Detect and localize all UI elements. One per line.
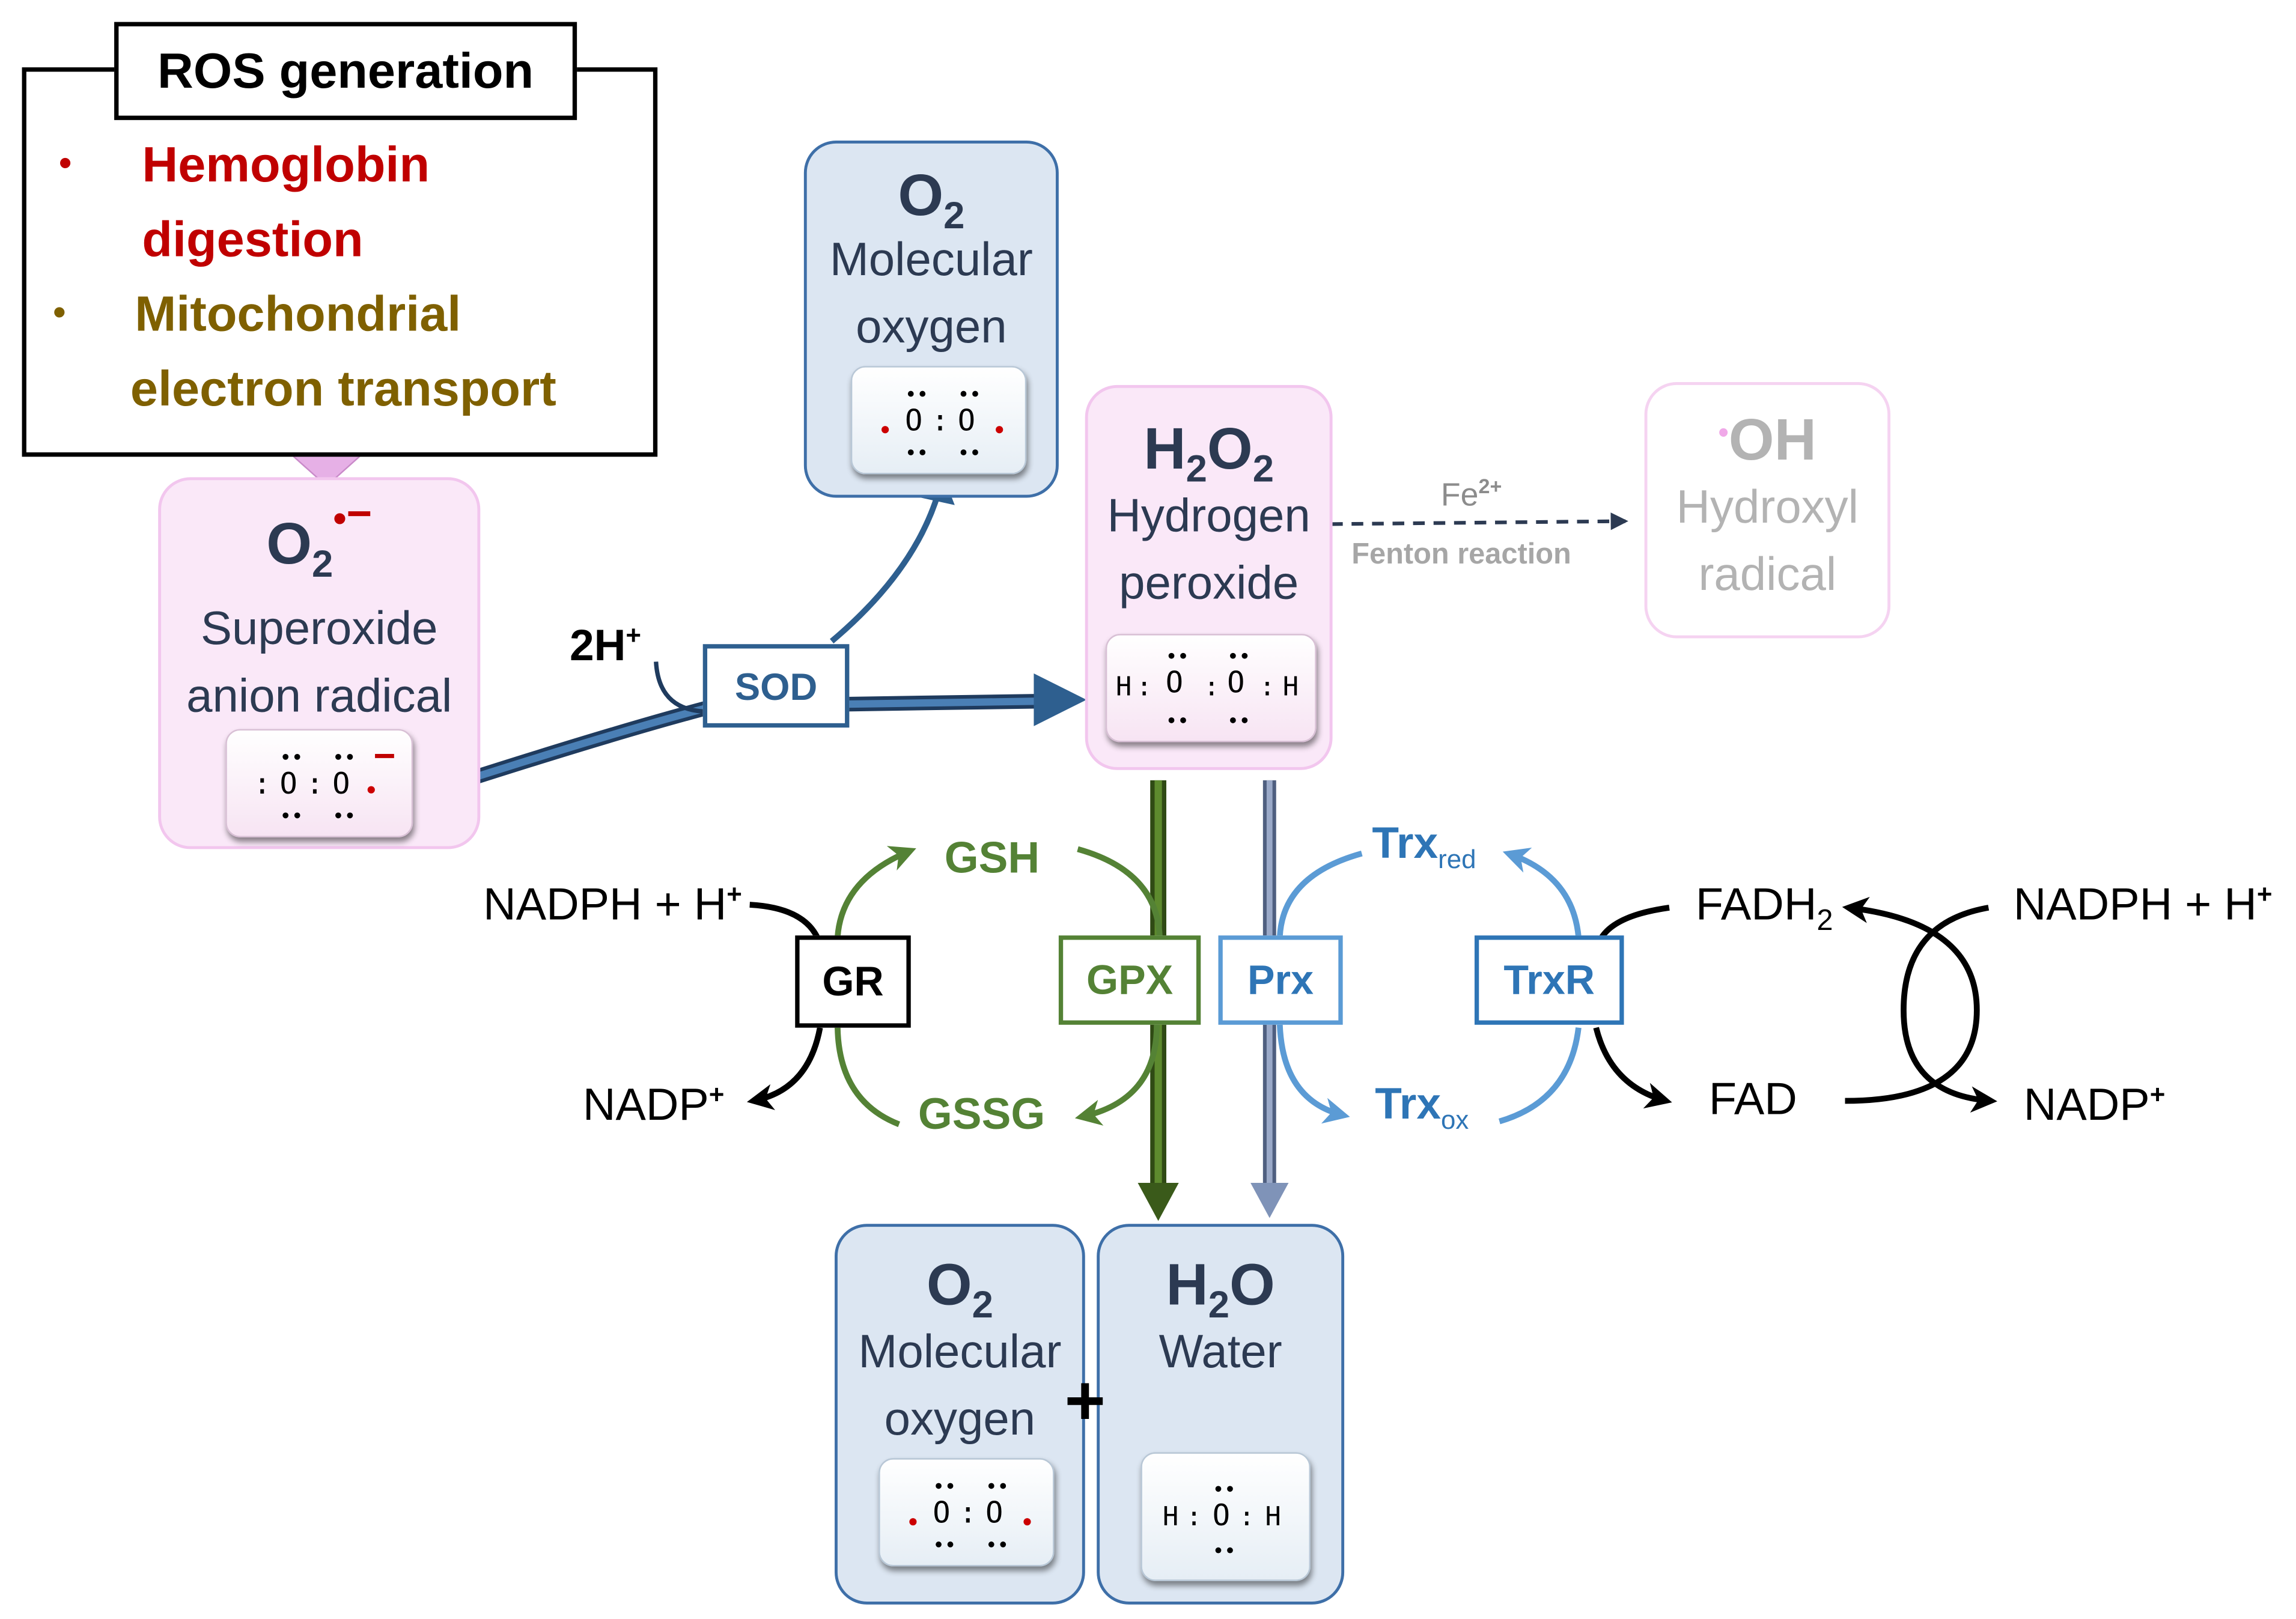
superoxide-name-line2: anion radical [186,669,452,722]
superoxide-formula: O2•− [266,490,373,586]
fadh2-label: FADH2 [1695,878,1833,938]
o2-bottom-formula: O2 [926,1253,993,1326]
superoxide-card: O2•− Superoxide anion radical : O : O − [158,477,481,849]
h2o-card: H2O Water H : O : H [1097,1224,1345,1605]
prx-to-trxox-curve [1276,1024,1350,1124]
h2o-name-line1: Water [1159,1325,1282,1378]
prx-enzyme-box: Prx [1218,935,1343,1025]
superoxide-name-line1: Superoxide [200,601,438,655]
trx-red-label: Trxred [1372,819,1476,874]
gr-to-gsh-curve [835,846,916,937]
sod-enzyme-box: SOD [702,644,850,728]
h2o-formula: H2O [1166,1253,1275,1326]
sod-to-o2-arrow [830,491,942,644]
o2-top-card: O2 Molecular oxygen O : O [803,140,1059,498]
h2o2-card: H2O2 Hydrogen peroxide H : O : O : H [1085,384,1333,770]
mitochondrial-line2: electron transport [130,361,556,418]
nadp-right-label: NADP+ [2023,1078,2166,1131]
trxr-to-trxred-curve [1502,847,1582,938]
mitochondrial-line1: Mitochondrial [135,287,461,343]
trxox-to-trxr-curve [1499,1027,1582,1125]
o2-bottom-card: O2 Molecular oxygen O : O [835,1224,1085,1605]
plus-sign: + [1064,1362,1106,1441]
gpx-to-gssg-curve [1074,1024,1160,1126]
hemoglobin-line2: digestion [142,212,364,268]
o2-bottom-name-line1: Molecular [858,1325,1062,1378]
h2o2-lewis-structure: H : O : O : H [1105,634,1317,743]
o2-bottom-name-line2: oxygen [884,1392,1036,1445]
gssg-label: GSSG [918,1090,1046,1139]
superoxide-lewis-structure: : O : O − [225,729,413,837]
fad-to-fadh2-curve [1842,896,1980,1104]
h2o2-name-line2: peroxide [1119,556,1299,609]
nadp-left-label: NADP+ [582,1078,725,1131]
o2-bottom-lewis-structure: O : O [879,1458,1055,1567]
gr-to-nadp-curve [746,1027,823,1110]
trx-ox-label: Trxox [1375,1080,1469,1135]
h2o-lewis-structure: H : O : H [1140,1452,1311,1581]
mitochondrial-bullet: • [52,290,66,334]
hydroxyl-card: •OH Hydroxyl radical [1644,382,1891,639]
gsh-to-gpx-curve [1077,846,1163,937]
h2o2-formula: H2O2 [1143,417,1274,491]
gpx-enzyme-box: GPX [1058,935,1201,1025]
fad-label: FAD [1708,1073,1797,1125]
trxr-to-fad-curve [1593,1027,1672,1109]
fadh2-to-trxr-curve [1599,905,1670,939]
fenton-reaction-label: Fenton reaction [1351,538,1571,571]
ros-generation-box [22,67,658,457]
o2-top-formula: O2 [898,163,965,237]
nadph-to-nadp-curve [1901,905,1997,1113]
hydroxyl-name-line1: Hydroxyl [1676,480,1859,533]
hydroxyl-name-line2: radical [1698,547,1837,601]
nadph-right-label: NADPH + H+ [2013,878,2273,930]
gssg-to-gr-curve [835,1027,901,1128]
gr-enzyme-box: GR [795,935,911,1028]
hemoglobin-line1: Hemoglobin [142,138,430,193]
fenton-arrow [1331,512,1628,530]
fe-label: Fe2+ [1440,474,1502,513]
gsh-label: GSH [944,834,1040,883]
o2-top-name-line1: Molecular [829,232,1033,286]
trxr-enzyme-box: TrxR [1474,935,1624,1025]
hemoglobin-bullet: • [58,140,72,185]
hydroxyl-formula: •OH [1718,408,1816,473]
two-h-hook [654,661,715,714]
ros-generation-title-box: ROS generation [114,22,577,120]
nadph-to-gr-curve [749,902,820,938]
trxred-to-prx-curve [1276,851,1363,937]
o2-top-lewis-structure: O : O [850,366,1027,475]
h2o2-name-line1: Hydrogen [1107,488,1311,542]
o2-top-name-line2: oxygen [856,300,1007,353]
ros-generation-title: ROS generation [157,44,534,100]
two-h-plus-label: 2H+ [569,621,642,671]
nadph-left-label: NADPH + H+ [483,878,742,930]
sod-arrowhead [1034,673,1087,726]
